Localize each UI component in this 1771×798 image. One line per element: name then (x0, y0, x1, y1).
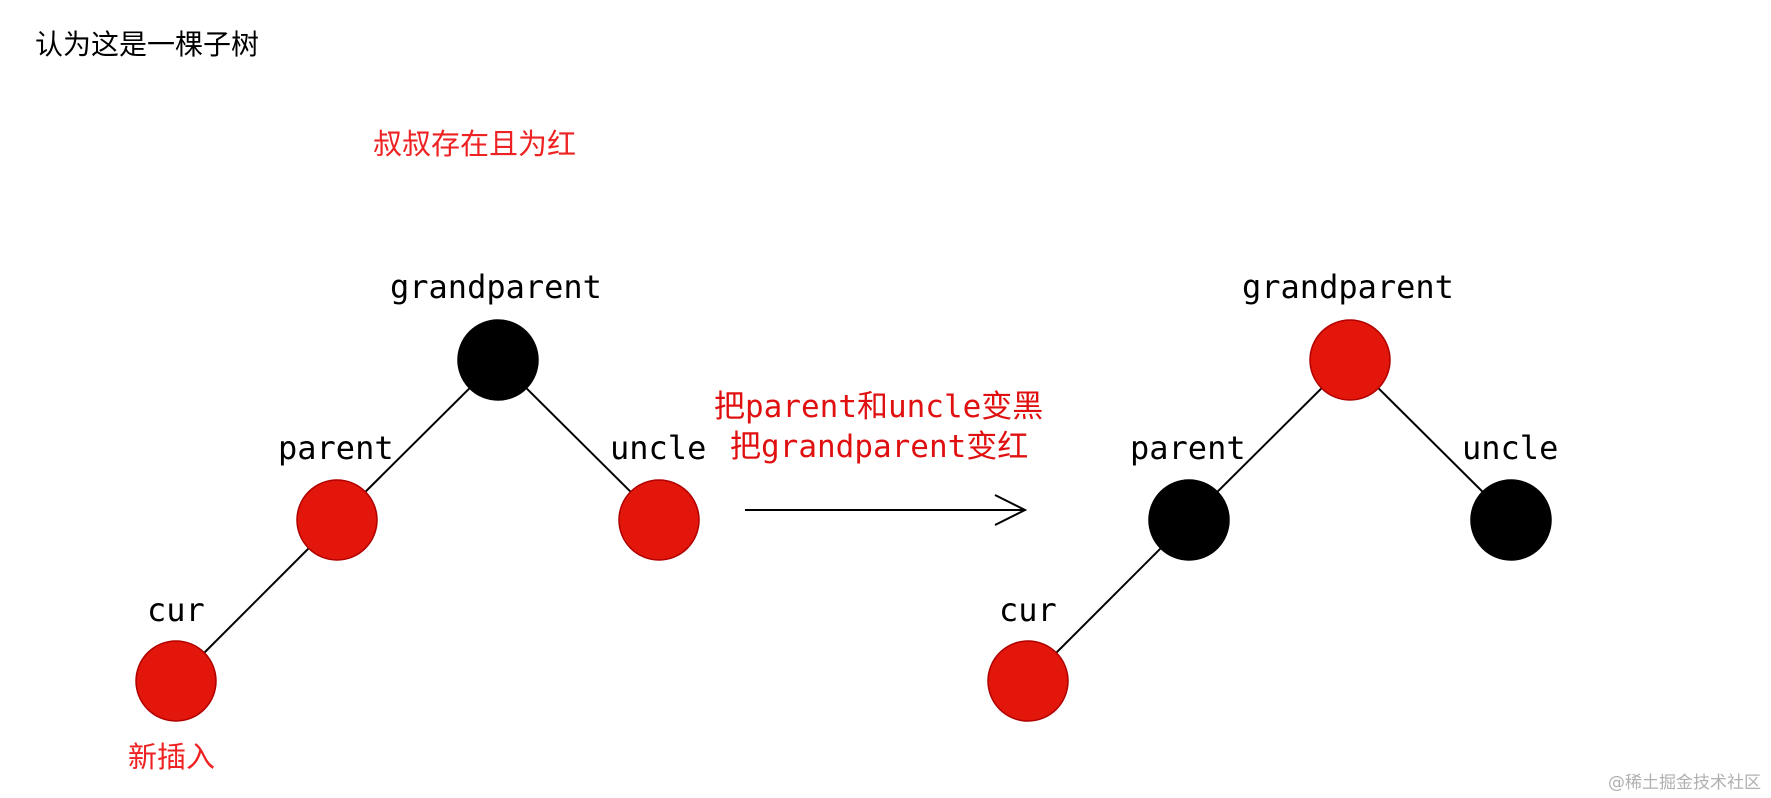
before-parent-node (296, 479, 378, 561)
after-grandparent-label: grandparent (1242, 268, 1454, 306)
before-uncle-label: uncle (610, 429, 707, 467)
after-cur-node (987, 640, 1069, 722)
after-grandparent-node (1309, 319, 1391, 401)
new-insert-note: 新插入 (128, 740, 216, 774)
before-cur-node (135, 640, 217, 722)
watermark: @稀土掘金技术社区 (1608, 773, 1761, 793)
page-title: 认为这是一棵子树 (35, 28, 260, 61)
after-uncle-node (1470, 479, 1552, 561)
after-parent-node (1148, 479, 1230, 561)
before-parent-label: parent (278, 429, 394, 467)
after-cur-label: cur (999, 591, 1057, 629)
transform-instruction-line-2: 把grandparent变红 (730, 429, 1029, 465)
before-grandparent-node (457, 319, 539, 401)
case-note: 叔叔存在且为红 (373, 127, 577, 161)
after-uncle-label: uncle (1462, 429, 1559, 467)
before-cur-label: cur (147, 591, 205, 629)
before-grandparent-label: grandparent (390, 268, 602, 306)
before-uncle-node (618, 479, 700, 561)
transform-instruction-line-1: 把parent和uncle变黑 (714, 389, 1044, 425)
after-parent-label: parent (1130, 429, 1246, 467)
transform-arrow (745, 494, 1028, 526)
